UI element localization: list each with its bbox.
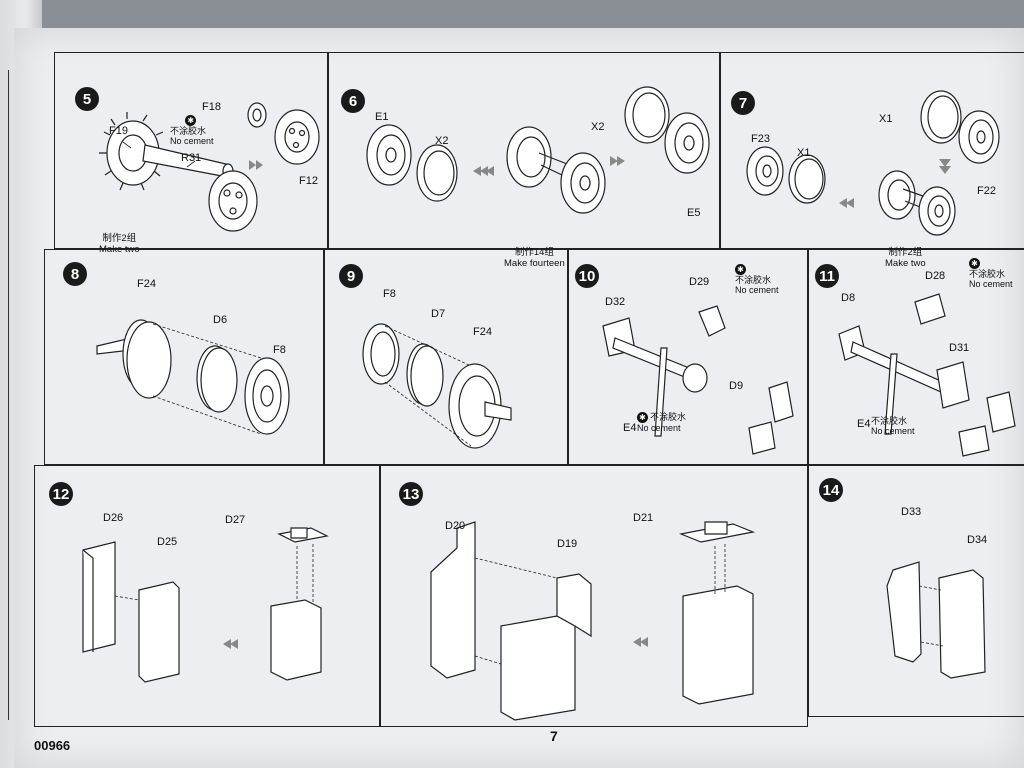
- part-label: D25: [157, 536, 178, 548]
- part-label: D34: [967, 534, 988, 546]
- part-label: R31: [181, 152, 202, 164]
- step-14-panel: 14 D33 D34: [808, 465, 1024, 717]
- part-label: E1: [375, 111, 389, 123]
- part-label: D33: [901, 506, 922, 518]
- part-label: F24: [137, 278, 156, 290]
- part-label: D21: [633, 512, 654, 524]
- caption-cn: 制作14组: [514, 247, 554, 258]
- idler-wheel-assembly-illustration: [721, 53, 1024, 250]
- step-13-number: 13: [399, 482, 423, 506]
- part-label: E4: [857, 418, 871, 430]
- hub-assembly-illustration: [45, 250, 325, 466]
- part-label: F23: [751, 133, 770, 145]
- part-label: F24: [473, 326, 492, 338]
- suspension-arm-illustration: [809, 250, 1024, 466]
- part-label: X1: [879, 113, 893, 125]
- part-label: D20: [445, 520, 466, 532]
- no-cement-note: ✱ 不涂胶水 No cement: [735, 264, 779, 295]
- no-cement-icon: ✱: [969, 258, 980, 270]
- part-label: X2: [435, 135, 449, 147]
- part-label: F22: [977, 185, 996, 197]
- step-7-number: 7: [731, 91, 755, 115]
- caption-cn: 制作2组: [888, 247, 923, 258]
- part-label: E4: [623, 422, 637, 434]
- no-cement-icon: ✱: [637, 412, 648, 424]
- step-6-panel: 6 E1 X2 X2 E5 制作14组 Make fourteen: [328, 52, 721, 269]
- part-label: D28: [925, 270, 946, 282]
- no-cement-note: ✱ 不涂胶水 No cement: [969, 258, 1013, 289]
- part-label: D29: [689, 276, 710, 288]
- product-code: 00966: [34, 738, 71, 753]
- part-label: D7: [431, 308, 446, 320]
- no-cement-cn: 不涂胶水: [650, 412, 687, 422]
- part-label: F12: [299, 175, 318, 187]
- road-wheel-assembly-illustration: [329, 53, 721, 250]
- step-5-panel: 5: [54, 52, 329, 255]
- box-assembly-illustration: [381, 466, 809, 728]
- no-cement-cn: 不涂胶水: [969, 269, 1006, 280]
- box-assembly-illustration: [809, 466, 1024, 718]
- caption-en: Make two: [885, 258, 926, 269]
- no-cement-icon: ✱: [735, 264, 746, 276]
- no-cement-note: ✱不涂胶水 No cement: [637, 412, 686, 433]
- step-12-panel: 12 D26 D25 D27: [34, 465, 380, 727]
- step-7-panel: 7 F23 X1 X1 F22 制作2组 Make two: [720, 52, 1024, 269]
- step-13-panel: 13 D20 D19 D21: [380, 465, 808, 727]
- no-cement-en: No cement: [735, 285, 779, 296]
- hub-assembly-illustration: [325, 250, 569, 466]
- part-label: D32: [605, 296, 626, 308]
- part-label: D19: [557, 538, 578, 550]
- part-label: E5: [687, 207, 701, 219]
- step-9-panel: 9 F8 D7 F24: [324, 249, 568, 465]
- part-label: X1: [797, 147, 811, 159]
- step-5-number: 5: [75, 87, 99, 111]
- no-cement-note: ✱ 不涂胶水 No cement: [170, 115, 214, 146]
- part-label: F19: [109, 125, 128, 137]
- step-12-number: 12: [49, 482, 73, 506]
- page-number: 7: [550, 728, 558, 744]
- no-cement-cn: 不涂胶水: [735, 275, 772, 286]
- no-cement-cn: 不涂胶水: [170, 126, 207, 137]
- no-cement-en: No cement: [871, 426, 915, 436]
- step-6-number: 6: [341, 89, 365, 113]
- caption-en: Make fourteen: [504, 258, 565, 269]
- no-cement-en: No cement: [170, 136, 214, 147]
- step-8-number: 8: [63, 262, 87, 286]
- no-cement-note: 不涂胶水 No cement: [871, 416, 915, 436]
- step-14-number: 14: [819, 478, 843, 502]
- step-11-number: 11: [815, 264, 839, 288]
- part-label: F18: [202, 101, 221, 113]
- part-label: D9: [729, 380, 744, 392]
- step-11-panel: 11 D28 D8 D31 E4 ✱ 不涂胶水 No cement 不涂胶水 N…: [808, 249, 1024, 465]
- no-cement-icon: ✱: [185, 115, 197, 127]
- box-assembly-illustration: [35, 466, 381, 728]
- part-label: D27: [225, 514, 246, 526]
- step-10-number: 10: [575, 264, 599, 288]
- part-label: F8: [273, 344, 286, 356]
- no-cement-en: No cement: [637, 423, 681, 434]
- part-label: D31: [949, 342, 970, 354]
- part-label: D6: [213, 314, 228, 326]
- step-caption: 制作2组 Make two: [885, 247, 926, 269]
- part-label: X2: [591, 121, 605, 133]
- step-caption: 制作14组 Make fourteen: [504, 247, 565, 269]
- part-label: D8: [841, 292, 856, 304]
- step-8-panel: 8 F24 D6 F8: [44, 249, 324, 465]
- step-10-panel: 10 D29 D32 D9 E4 ✱ 不涂胶水 No cement ✱不涂胶水 …: [568, 249, 808, 465]
- sprocket-assembly-illustration: [99, 53, 329, 250]
- no-cement-cn: 不涂胶水: [871, 416, 908, 426]
- suspension-arm-illustration: [569, 250, 809, 466]
- part-label: F8: [383, 288, 396, 300]
- part-label: D26: [103, 512, 124, 524]
- no-cement-en: No cement: [969, 279, 1013, 290]
- step-9-number: 9: [339, 264, 363, 288]
- caption-cn: 制作2组: [102, 233, 137, 244]
- instruction-page: 5: [14, 28, 1024, 768]
